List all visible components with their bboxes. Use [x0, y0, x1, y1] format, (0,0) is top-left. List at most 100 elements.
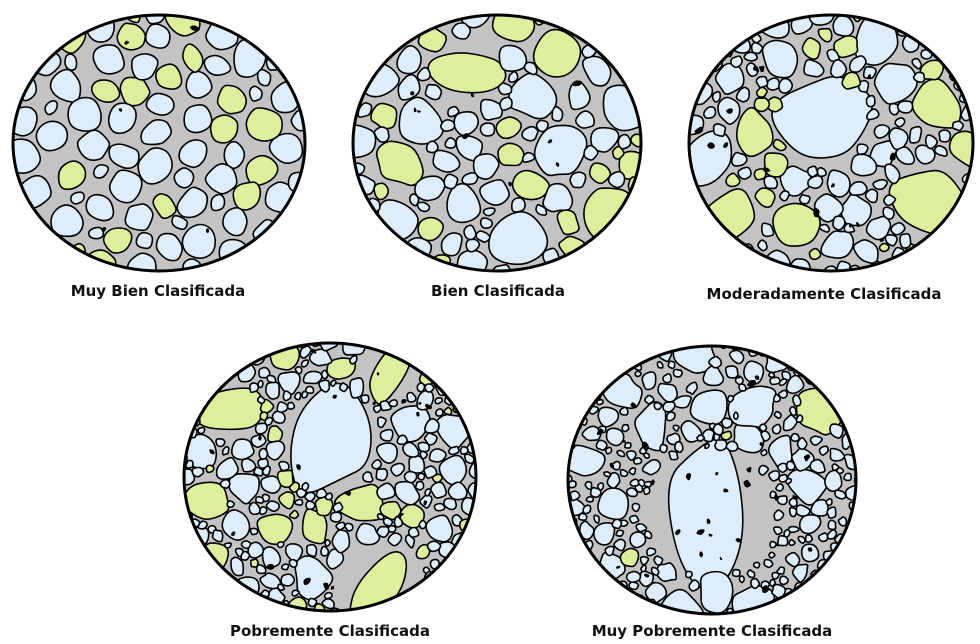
clast-grain — [302, 483, 308, 491]
clast-grain — [434, 503, 444, 510]
clast-grain — [125, 204, 153, 230]
clast-grain — [278, 584, 284, 590]
clast-grain — [713, 92, 721, 103]
clast-grain — [739, 576, 744, 582]
clast-grain — [686, 571, 692, 577]
clast-grain — [330, 512, 341, 522]
clast-grain — [289, 560, 297, 568]
clast-grain — [481, 218, 493, 228]
clast-grain — [639, 480, 645, 487]
clast-grain — [267, 376, 276, 383]
clast-grain — [634, 458, 642, 464]
clast-grain — [552, 107, 562, 121]
clast-grain — [340, 383, 347, 392]
clast-grain — [790, 508, 797, 517]
clast-grain — [632, 504, 639, 512]
clast-grain — [457, 250, 487, 276]
clast-grain — [883, 207, 894, 219]
clast-grain — [227, 501, 234, 507]
green-grain — [374, 183, 388, 199]
clast-grain — [198, 428, 205, 434]
clast-grain — [728, 396, 734, 402]
clast-grain — [416, 482, 424, 490]
clast-grain — [317, 489, 327, 498]
clast-grain — [221, 480, 230, 488]
clast-grain — [660, 444, 667, 452]
clast-grain — [288, 402, 295, 409]
clast-grain — [849, 182, 867, 195]
clast-grain — [579, 513, 587, 520]
clast-grain — [808, 166, 818, 176]
clast-grain — [598, 488, 628, 520]
clast-grain — [223, 208, 247, 236]
clast-grain — [612, 519, 621, 528]
clast-grain — [498, 83, 511, 95]
clast-grain — [654, 556, 662, 565]
clast-grain — [726, 441, 737, 451]
clast-grain — [198, 521, 207, 529]
clast-grain — [376, 469, 387, 481]
clast-grain — [219, 240, 249, 271]
clast-grain — [429, 449, 446, 462]
clast-grain — [259, 449, 267, 459]
green-grain — [211, 115, 238, 143]
clast-grain — [778, 536, 788, 546]
clast-grain — [569, 481, 576, 488]
clast-grain — [756, 77, 767, 88]
clast-grain — [410, 194, 419, 206]
green-grain — [432, 474, 442, 482]
green-grain — [268, 426, 282, 443]
diagram-moderadamente — [686, 12, 978, 276]
clast-grain — [321, 546, 328, 555]
clast-grain — [617, 450, 625, 456]
clast-grain — [713, 424, 723, 435]
clast-grain — [738, 167, 751, 179]
clast-grain — [764, 176, 777, 188]
clast-grain — [833, 216, 845, 230]
clast-grain — [772, 573, 779, 579]
clast-grain — [512, 198, 525, 212]
clast-grain — [445, 138, 456, 148]
clast-grain — [192, 467, 203, 476]
clast-grain — [828, 520, 835, 529]
clast-grain — [224, 142, 244, 169]
clast-grain — [306, 501, 315, 509]
clast-grain — [295, 499, 302, 505]
clast-grain — [827, 507, 836, 518]
clast-grain — [731, 56, 742, 67]
clast-grain — [701, 572, 733, 614]
clast-grain — [774, 510, 783, 520]
clast-grain — [819, 533, 828, 541]
clast-grain — [384, 518, 393, 526]
clast-grain — [800, 195, 810, 204]
clast-grain — [780, 191, 789, 201]
clast-grain — [645, 395, 654, 403]
clast-grain — [110, 170, 142, 203]
green-grain — [773, 203, 820, 246]
green-grain — [584, 188, 631, 242]
green-grain — [613, 147, 624, 160]
clast-grain — [36, 121, 67, 150]
clast-grain — [65, 54, 77, 70]
clast-grain — [307, 545, 317, 557]
green-grain — [757, 87, 767, 97]
clast-grain — [331, 380, 336, 386]
clast-grain — [254, 467, 263, 475]
clast-grain — [409, 528, 419, 538]
grain-circle-muy-bien — [10, 12, 310, 276]
clast-grain — [629, 468, 635, 474]
clast-grain — [241, 552, 249, 561]
clast-grain — [596, 440, 607, 450]
clast-grain — [802, 544, 819, 561]
clast-grain — [258, 396, 265, 403]
clast-grain — [667, 412, 675, 421]
green-grain — [809, 249, 820, 260]
clast-grain — [647, 548, 656, 556]
clast-grain — [537, 120, 548, 131]
clast-grain — [380, 430, 392, 441]
clast-grain — [675, 442, 683, 453]
clast-grain — [630, 532, 646, 548]
clast-grain — [769, 372, 775, 377]
clast-grain — [857, 144, 868, 154]
clast-grain — [436, 409, 443, 416]
